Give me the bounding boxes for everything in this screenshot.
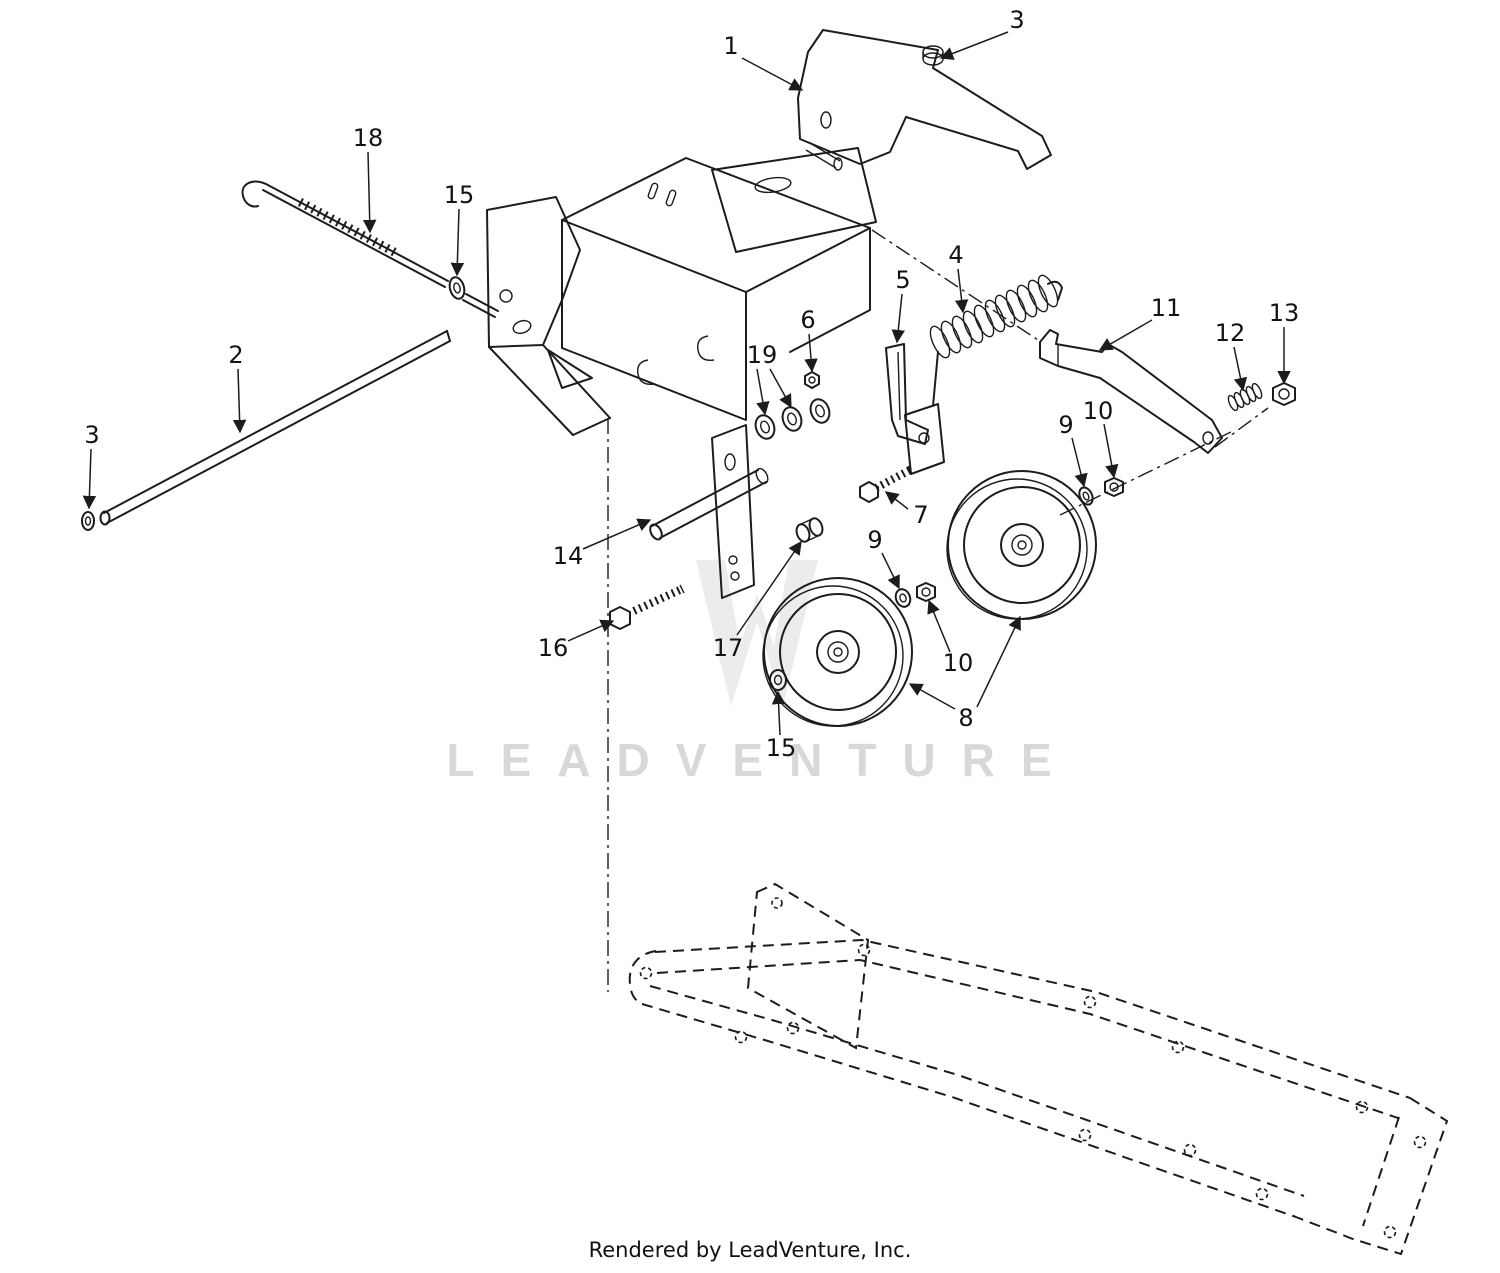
callout-leader-10	[1103, 423, 1119, 479]
extension-spring	[929, 274, 1063, 407]
threaded-hook-rod	[241, 180, 499, 318]
callout-label-19: 19	[747, 341, 778, 369]
alignment-centerlines	[607, 229, 1269, 992]
callout-leader-17	[736, 540, 802, 636]
callout-label-5: 5	[895, 266, 910, 294]
callout-leader-19	[756, 368, 770, 416]
callout-label-3: 3	[1009, 6, 1024, 34]
idler-pulley-right	[946, 470, 1097, 620]
hex-bolt-16	[609, 584, 685, 630]
footer-credit-text: Rendered by LeadVenture, Inc.	[589, 1238, 912, 1262]
callout-label-13: 13	[1269, 299, 1300, 327]
callout-label-12: 12	[1215, 319, 1246, 347]
callout-label-9: 9	[1058, 411, 1073, 439]
callout-leader-15	[450, 208, 465, 277]
callout-label-2: 2	[228, 341, 243, 369]
callout-leader-2	[232, 368, 247, 434]
callout-leader-4	[954, 268, 969, 314]
callout-leader-16	[567, 619, 615, 642]
hex-nut-10-right	[1104, 477, 1124, 497]
callout-label-4: 4	[948, 241, 963, 269]
callout-label-10: 10	[943, 649, 974, 677]
frame-weldment	[486, 157, 871, 599]
callout-label-3: 3	[84, 421, 99, 449]
spring-bracket	[885, 343, 945, 475]
callout-label-18: 18	[353, 124, 384, 152]
watermark-text: LEADVENTURE	[446, 734, 1077, 786]
callout-label-8: 8	[958, 704, 973, 732]
leadventure-logo-watermark	[696, 560, 818, 706]
callout-leader-8	[908, 683, 956, 710]
flat-washer-9-left	[894, 588, 912, 608]
lift-rod	[81, 330, 451, 531]
callout-label-15: 15	[766, 734, 797, 762]
callout-label-7: 7	[913, 501, 928, 529]
callout-leader-9	[881, 552, 900, 590]
lower-frame-hidden	[628, 882, 1449, 1256]
callout-label-17: 17	[713, 634, 744, 662]
callout-leader-3	[939, 31, 1009, 60]
callout-label-6: 6	[800, 306, 815, 334]
hex-nut-13	[1272, 382, 1296, 406]
flat-washer-9-right	[1078, 486, 1094, 506]
hex-screw-6	[804, 371, 820, 389]
callout-leader-1	[741, 57, 804, 91]
callout-label-15: 15	[444, 181, 475, 209]
callout-label-11: 11	[1151, 294, 1182, 322]
watermark-layer: LEADVENTURE	[446, 560, 1077, 786]
callout-leader-14	[582, 518, 652, 550]
callout-leader-18	[362, 151, 377, 234]
callout-leader-6	[804, 333, 818, 373]
callout-leader-19	[769, 368, 792, 409]
drawing-layer	[81, 29, 1449, 1256]
spacer-17	[795, 517, 824, 543]
compression-spring-12	[1227, 382, 1263, 412]
callout-leader-11	[1098, 319, 1153, 351]
callout-leader-9	[1071, 437, 1088, 488]
pivot-shaft	[649, 467, 769, 541]
callout-leader-12	[1233, 346, 1248, 392]
flat-washer-15-bottom	[769, 669, 787, 691]
callout-label-9: 9	[867, 526, 882, 554]
idler-arm	[1039, 329, 1223, 454]
top-mounting-bracket	[711, 29, 1052, 253]
callout-leader-7	[884, 491, 909, 510]
callout-leader-8	[976, 615, 1021, 708]
flat-washer-15-top	[448, 276, 466, 300]
idler-pulley-left	[762, 577, 913, 727]
flat-washer-3-left	[81, 511, 95, 531]
callout-label-16: 16	[538, 634, 569, 662]
callout-leader-3	[82, 448, 97, 510]
callout-leader-10	[927, 599, 951, 653]
callout-leader-15	[771, 690, 786, 736]
callout-label-1: 1	[723, 32, 738, 60]
hex-bolt-7	[859, 465, 913, 503]
hex-nut-10-left	[916, 582, 936, 602]
callout-label-10: 10	[1083, 397, 1114, 425]
callout-leader-5	[891, 293, 905, 344]
spacers-19	[754, 398, 831, 440]
callout-label-14: 14	[553, 542, 584, 570]
